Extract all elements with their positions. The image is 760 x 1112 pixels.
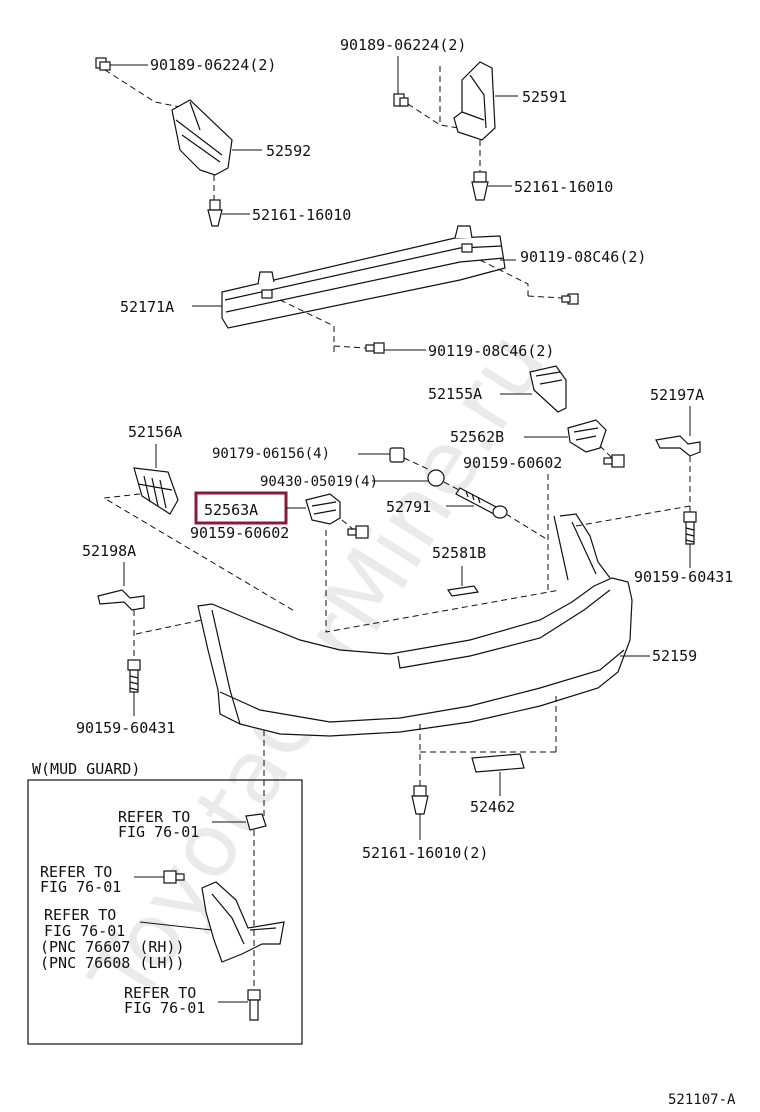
label-retainer-52156A[interactable]: 52156A	[128, 423, 182, 441]
clip-52161-bottom[interactable]	[411, 785, 429, 815]
label-bolt-90189-left[interactable]: 90189-06224(2)	[150, 56, 276, 74]
bracket-52591[interactable]	[453, 61, 496, 141]
mud-guard-box	[27, 779, 303, 1045]
label-reinforcement-52171A[interactable]: 52171A	[120, 298, 174, 316]
label-screw-90159-60602-right[interactable]: 90159-60602	[463, 454, 562, 472]
label-part-52563A[interactable]: 52563A	[204, 501, 258, 519]
clip-52161-left[interactable]	[207, 199, 223, 227]
mud-ref-4b[interactable]: FIG 76-01	[124, 999, 205, 1017]
mud-ref-1b[interactable]: FIG 76-01	[118, 823, 199, 841]
retainer-52562B[interactable]	[567, 419, 607, 453]
bolt-90119-upper[interactable]	[561, 293, 579, 305]
label-pad-52581B[interactable]: 52581B	[432, 544, 486, 562]
bolt-90159-60431-right[interactable]	[683, 511, 697, 545]
label-retainer-52562B[interactable]: 52562B	[450, 428, 504, 446]
mud-ref-3a[interactable]: REFER TO	[44, 906, 116, 924]
pad-52462[interactable]	[471, 753, 525, 773]
pad-52581B[interactable]	[446, 585, 480, 597]
bolt-90119-lower[interactable]	[365, 342, 385, 354]
bolt-52791[interactable]	[455, 487, 508, 519]
mud-ref-2a[interactable]: REFER TO	[40, 863, 112, 881]
mud-ref-1a[interactable]: REFER TO	[118, 808, 190, 826]
mud-screw-2[interactable]	[163, 870, 185, 884]
washer-90430[interactable]	[427, 469, 445, 487]
mud-clip-1[interactable]	[245, 813, 267, 831]
retainer-52155A[interactable]	[529, 365, 567, 413]
label-screw-90159-60602-left[interactable]: 90159-60602	[190, 524, 289, 542]
bracket-52592[interactable]	[171, 99, 233, 176]
nut-90179[interactable]	[389, 447, 405, 463]
screw-90159-60602-left[interactable]	[347, 525, 369, 539]
label-clip-52161-right[interactable]: 52161-16010	[514, 178, 613, 196]
bolt-90159-60431-left[interactable]	[127, 659, 141, 693]
label-bolt-90119-lower[interactable]: 90119-08C46(2)	[428, 342, 554, 360]
clip-52161-right[interactable]	[471, 171, 489, 201]
mud-bolt-4[interactable]	[247, 989, 261, 1021]
retainer-52197A[interactable]	[655, 435, 701, 457]
mud-guard-part[interactable]	[201, 881, 285, 963]
mud-ref-3c[interactable]: (PNC 76607 (RH))	[40, 938, 185, 956]
mud-ref-2b[interactable]: FIG 76-01	[40, 878, 121, 896]
reinforcement-52171A[interactable]	[221, 225, 506, 329]
label-bracket-52592[interactable]: 52592	[266, 142, 311, 160]
bumper-cover-52159[interactable]	[197, 513, 633, 737]
retainer-52198A[interactable]	[97, 589, 145, 611]
label-bolt-90159-60431-right[interactable]: 90159-60431	[634, 568, 733, 586]
label-bolt-90119-upper[interactable]: 90119-08C46(2)	[520, 248, 646, 266]
label-bolt-90189-right[interactable]: 90189-06224(2)	[340, 36, 466, 54]
mud-ref-3d[interactable]: (PNC 76608 (LH))	[40, 954, 185, 972]
label-nut-90179[interactable]: 90179-06156(4)	[212, 446, 330, 462]
retainer-52156A[interactable]	[133, 467, 179, 515]
label-clip-52161-left[interactable]: 52161-16010	[252, 206, 351, 224]
label-bolt-90159-60431-left[interactable]: 90159-60431	[76, 719, 175, 737]
mud-guard-title: W(MUD GUARD)	[32, 760, 140, 778]
mud-ref-4a[interactable]: REFER TO	[124, 984, 196, 1002]
label-retainer-52155A[interactable]: 52155A	[428, 385, 482, 403]
label-pad-52462[interactable]: 52462	[470, 798, 515, 816]
bolt-90189-right[interactable]	[393, 93, 409, 107]
label-washer-90430[interactable]: 90430-05019(4)	[260, 474, 378, 490]
bolt-90189-left[interactable]	[95, 57, 111, 71]
figure-code: 521107-A	[668, 1092, 736, 1108]
label-bolt-52791[interactable]: 52791	[386, 498, 431, 516]
label-cover-52159[interactable]: 52159	[652, 647, 697, 665]
label-bracket-52591[interactable]: 52591	[522, 88, 567, 106]
label-retainer-52197A[interactable]: 52197A	[650, 386, 704, 404]
label-retainer-52198A[interactable]: 52198A	[82, 542, 136, 560]
label-clip-52161-bottom[interactable]: 52161-16010(2)	[362, 844, 488, 862]
mud-ref-3b[interactable]: FIG 76-01	[44, 922, 125, 940]
part-52563A[interactable]	[305, 493, 341, 525]
screw-90159-60602-right[interactable]	[603, 454, 625, 468]
